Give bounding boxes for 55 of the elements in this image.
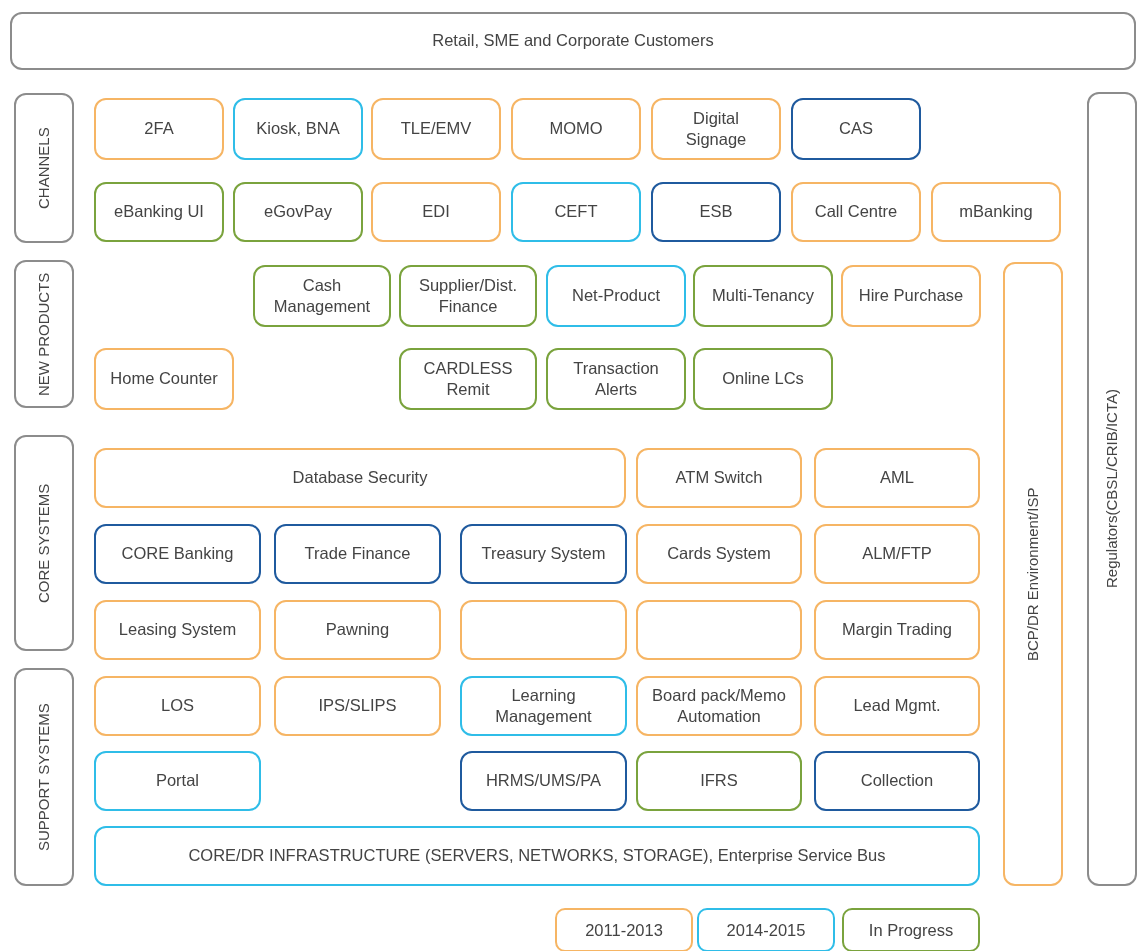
system-box: CAS: [791, 98, 921, 160]
system-box: Board pack/Memo Automation: [636, 676, 802, 736]
system-box: Cash Management: [253, 265, 391, 327]
system-box: Treasury System: [460, 524, 627, 584]
system-box: ALM/FTP: [814, 524, 980, 584]
system-box: Pawning: [274, 600, 441, 660]
system-box: ATM Switch: [636, 448, 802, 508]
system-box: CORE/DR INFRASTRUCTURE (SERVERS, NETWORKS, STORAGE), Enterprise Service Bus: [94, 826, 980, 886]
system-box: 2FA: [94, 98, 224, 160]
system-box: Database Security: [94, 448, 626, 508]
system-box: Leasing System: [94, 600, 261, 660]
system-box: Lead Mgmt.: [814, 676, 980, 736]
legend-item: 2014-2015: [697, 908, 835, 951]
system-box: Supplier/Dist. Finance: [399, 265, 537, 327]
system-box: CORE Banking: [94, 524, 261, 584]
system-box: Trade Finance: [274, 524, 441, 584]
legend-item: In Progress: [842, 908, 980, 951]
system-box: eGovPay: [233, 182, 363, 242]
system-box: Hire Purchase: [841, 265, 981, 327]
system-box: LOS: [94, 676, 261, 736]
system-box: IPS/SLIPS: [274, 676, 441, 736]
system-box: EDI: [371, 182, 501, 242]
system-box: HRMS/UMS/PA: [460, 751, 627, 811]
system-box: MOMO: [511, 98, 641, 160]
system-box: CARDLESS Remit: [399, 348, 537, 410]
system-box: Net-Product: [546, 265, 686, 327]
legend-item: 2011-2013: [555, 908, 693, 951]
system-box: Kiosk, BNA: [233, 98, 363, 160]
category-band: NEW PRODUCTS: [14, 260, 74, 408]
system-box: IFRS: [636, 751, 802, 811]
empty-box: [460, 600, 627, 660]
category-band: Regulators(CBSL/CRIB/ICTA): [1087, 92, 1137, 886]
system-box: mBanking: [931, 182, 1061, 242]
system-box: Collection: [814, 751, 980, 811]
header-box: Retail, SME and Corporate Customers: [10, 12, 1136, 70]
system-box: TLE/EMV: [371, 98, 501, 160]
system-box: Call Centre: [791, 182, 921, 242]
system-box: ESB: [651, 182, 781, 242]
category-band: BCP/DR Environment/ISP: [1003, 262, 1063, 886]
system-box: AML: [814, 448, 980, 508]
system-box: Transaction Alerts: [546, 348, 686, 410]
system-box: Margin Trading: [814, 600, 980, 660]
system-box: Digital Signage: [651, 98, 781, 160]
system-box: eBanking UI: [94, 182, 224, 242]
system-box: Multi-Tenancy: [693, 265, 833, 327]
system-box: CEFT: [511, 182, 641, 242]
system-box: Online LCs: [693, 348, 833, 410]
system-box: Cards System: [636, 524, 802, 584]
system-box: Portal: [94, 751, 261, 811]
category-band: CORE SYSTEMS: [14, 435, 74, 651]
category-band: SUPPORT SYSTEMS: [14, 668, 74, 886]
system-box: Learning Management: [460, 676, 627, 736]
empty-box: [636, 600, 802, 660]
system-box: Home Counter: [94, 348, 234, 410]
category-band: CHANNELS: [14, 93, 74, 243]
